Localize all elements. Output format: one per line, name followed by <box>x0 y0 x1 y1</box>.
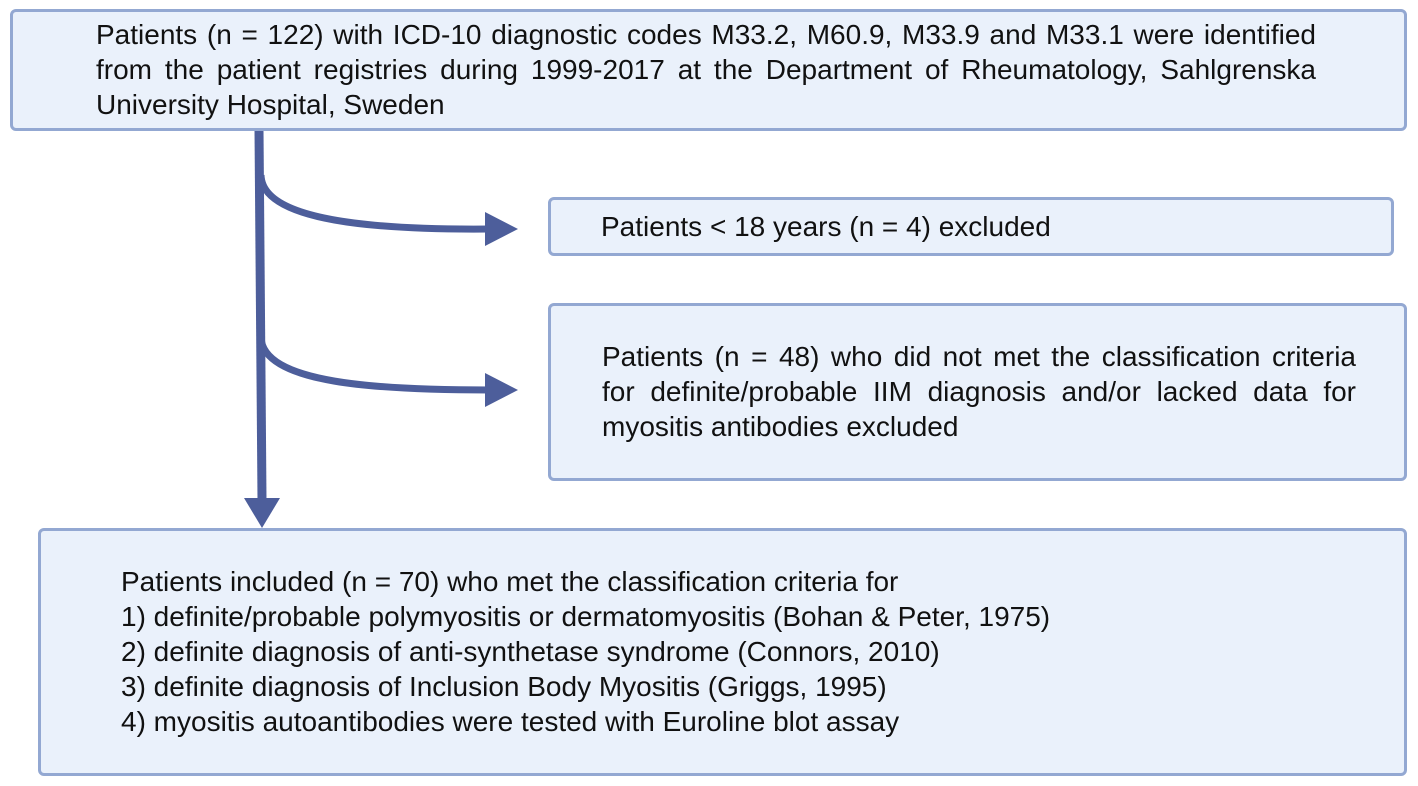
included-population-text: Patients included (n = 70) who met the c… <box>121 564 1050 739</box>
included-line-intro: Patients included (n = 70) who met the c… <box>121 566 899 597</box>
exclusion-age-text: Patients < 18 years (n = 4) excluded <box>601 211 1051 242</box>
exclusion-criteria-text: Patients (n = 48) who did not met the cl… <box>602 341 1356 442</box>
source-population-text: Patients (n = 122) with ICD-10 diagnosti… <box>96 19 1316 120</box>
included-criterion-4: 4) myositis autoantibodies were tested w… <box>121 706 900 737</box>
branch-arrow-criteria <box>257 336 491 394</box>
branch-arrowhead-age <box>485 212 518 246</box>
branch-arrowhead-criteria <box>485 373 518 407</box>
included-criterion-2: 2) definite diagnosis of anti-synthetase… <box>121 636 940 667</box>
included-population-box <box>38 528 1407 776</box>
main-flow-arrowhead <box>244 498 280 528</box>
exclusion-criteria-box <box>548 303 1407 481</box>
main-flow-line <box>254 129 267 501</box>
included-criterion-1: 1) definite/probable polymyositis or der… <box>121 601 1051 632</box>
exclusion-age-box <box>548 197 1394 256</box>
branch-arrow-age <box>257 174 491 233</box>
source-population-box <box>10 9 1407 131</box>
included-criterion-3: 3) definite diagnosis of Inclusion Body … <box>121 671 887 702</box>
